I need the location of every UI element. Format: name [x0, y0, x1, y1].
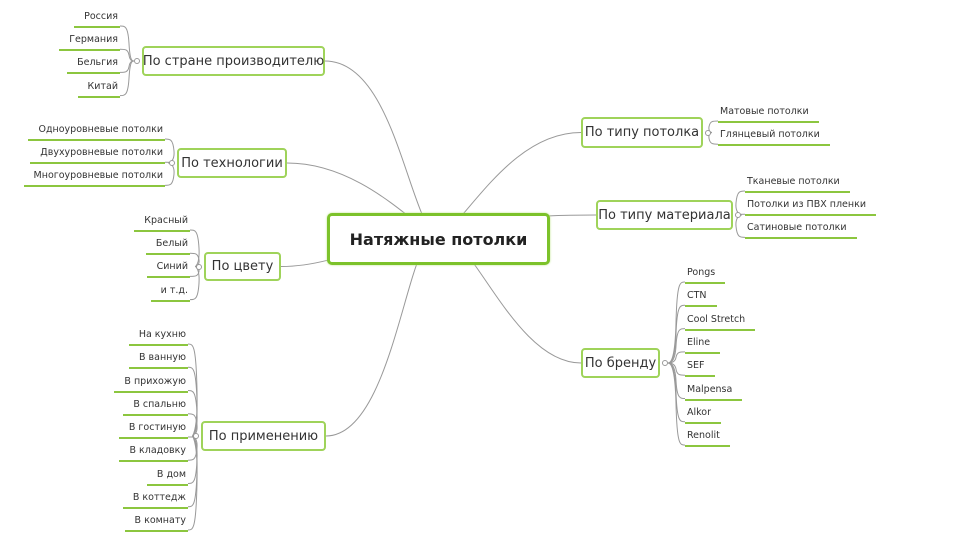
collapse-toggle[interactable] [134, 58, 140, 64]
subtopic-connector [119, 60, 135, 97]
subtopic-item[interactable]: Потолки из ПВХ пленки [745, 199, 876, 217]
subtopic-item[interactable]: Eline [685, 337, 721, 354]
subtopic-item[interactable]: Одноуровневые потолки [28, 124, 165, 141]
subtopic-item[interactable]: В комнату [124, 515, 188, 532]
subtopic-item[interactable]: Cool Stretch [685, 314, 756, 331]
collapse-toggle[interactable] [705, 129, 711, 136]
subtopic-connector [187, 390, 198, 437]
subtopic-item[interactable]: Pongs [685, 267, 726, 284]
central-topic[interactable]: Натяжные потолки [327, 213, 550, 265]
subtopic-item[interactable]: и т.д. [150, 285, 190, 302]
subtopic-item[interactable]: Синий [146, 261, 190, 279]
subtopic-connector [187, 343, 198, 437]
topic-technology[interactable]: По технологии [177, 148, 287, 178]
subtopic-item[interactable]: Многоуровневые потолки [23, 170, 165, 188]
subtopic-item[interactable]: Россия [74, 11, 120, 28]
subtopic-item[interactable]: В коттедж [122, 492, 188, 509]
subtopic-item[interactable]: Бельгия [67, 57, 120, 75]
subtopic-item[interactable]: Белый [145, 238, 190, 256]
subtopic-connector [667, 362, 686, 446]
subtopic-item[interactable]: Двухуровневые потолки [30, 147, 165, 165]
subtopic-item[interactable]: В ванную [129, 352, 188, 370]
subtopic-item[interactable]: В спальню [123, 399, 188, 416]
subtopic-item[interactable]: В гостиную [118, 422, 188, 439]
topic-material[interactable]: По типу материала [596, 200, 733, 230]
subtopic-item[interactable]: В прихожую [114, 376, 188, 393]
subtopic-item[interactable]: На кухню [128, 329, 188, 346]
subtopic-connector [119, 48, 135, 62]
subtopic-item[interactable]: Malpensa [685, 384, 743, 401]
central-connector [325, 237, 439, 437]
subtopic-connector [119, 25, 135, 62]
subtopic-item[interactable]: Германия [59, 34, 120, 52]
subtopic-item[interactable]: Красный [134, 215, 190, 232]
subtopic-item[interactable]: В дом [146, 469, 188, 486]
subtopic-item[interactable]: Alkor [685, 407, 722, 424]
subtopic-item[interactable]: CTN [685, 290, 717, 308]
subtopic-item[interactable]: Тканевые потолки [745, 176, 850, 193]
subtopic-item[interactable]: Глянцевый потолки [718, 129, 830, 147]
subtopic-item[interactable]: SEF [685, 360, 715, 378]
topic-ceiling-type[interactable]: По типу потолка [581, 117, 703, 148]
subtopic-item[interactable]: Китай [77, 81, 120, 98]
subtopic-item[interactable]: В кладовку [119, 445, 188, 463]
topic-country[interactable]: По стране производителю [142, 46, 325, 76]
collapse-toggle[interactable] [193, 433, 199, 439]
collapse-toggle[interactable] [662, 360, 668, 366]
subtopic-connector [708, 132, 719, 145]
subtopic-connector [189, 266, 200, 301]
subtopic-connector [735, 214, 746, 238]
collapse-toggle[interactable] [196, 263, 202, 270]
collapse-toggle[interactable] [735, 212, 741, 218]
topic-brand[interactable]: По бренду [581, 348, 660, 378]
subtopic-item[interactable]: Сатиновые потолки [745, 222, 857, 240]
collapse-toggle[interactable] [169, 160, 175, 166]
subtopic-connector [189, 229, 200, 267]
subtopic-item[interactable]: Renolit [685, 430, 730, 448]
topic-application[interactable]: По применению [201, 421, 326, 451]
subtopic-item[interactable]: Матовые потолки [718, 106, 819, 123]
subtopic-connector [164, 162, 175, 186]
topic-color[interactable]: По цвету [204, 252, 281, 281]
